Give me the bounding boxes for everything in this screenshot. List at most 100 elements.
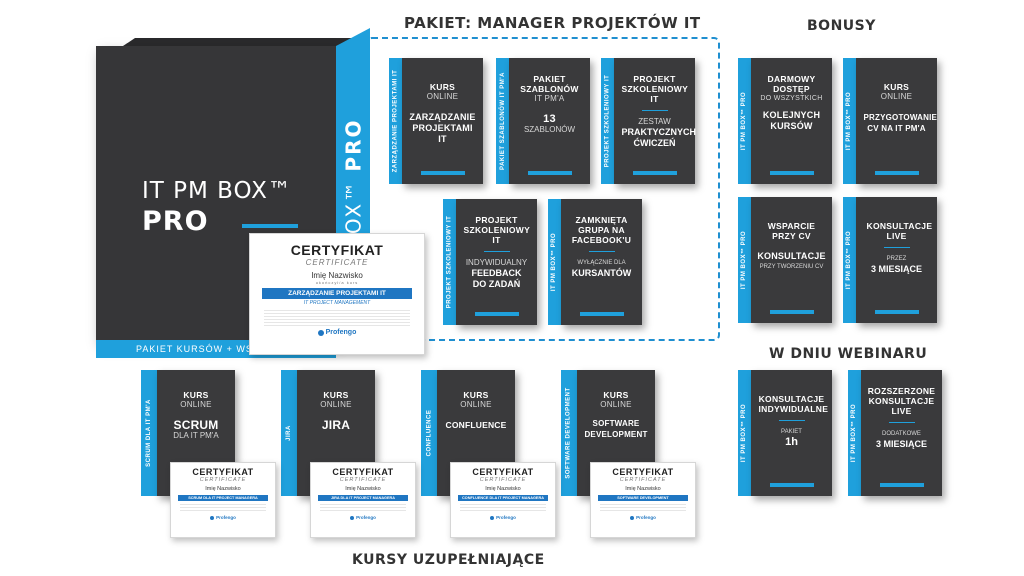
main-box-accent-line — [242, 224, 298, 228]
package-heading: PAKIET: MANAGER PROJEKTÓW IT — [404, 14, 701, 32]
box-separator — [883, 247, 910, 248]
box-separator — [778, 420, 805, 421]
box-text-5: 3 MIESIĄCE — [875, 439, 927, 449]
webinar-box-1: IT PM BOX™ PRO KONSULTACJE INDYWIDUALNE … — [738, 370, 832, 496]
box-text-1: KONSULTACJE LIVE — [866, 221, 933, 241]
box-text-4: DODATKOWE — [882, 431, 921, 437]
certificate-logo: Profengo — [350, 515, 376, 520]
box-spine-text: IT PM BOX™ PRO — [551, 232, 558, 292]
certificate-subtitle: CERTIFICATE — [619, 477, 667, 483]
certificate-subtitle: CERTIFICATE — [479, 477, 527, 483]
certificate-subtitle: CERTIFICATE — [305, 258, 369, 267]
box-spine-text: JIRA — [285, 425, 292, 441]
certificate-text-lines — [460, 504, 546, 513]
box-text-1: WSPARCIE PRZY CV — [767, 221, 816, 241]
package-box-4: PROJEKT SZKOLENIOWY IT PROJEKT SZKOLENIO… — [443, 199, 537, 325]
box-accent-bar — [474, 312, 519, 316]
certificate-title: CERTYFIKAT — [192, 467, 254, 477]
webinar-heading: W DNIU WEBINARU — [769, 346, 928, 362]
box-text-1: KONSULTACJE INDYWIDUALNE — [758, 394, 829, 414]
profengo-logo-icon — [210, 515, 215, 520]
box-text-1: KURS — [429, 82, 456, 92]
main-box-subtitle: PRO — [142, 206, 209, 237]
box-accent-bar — [420, 171, 465, 175]
courses-heading: KURSY UZUPEŁNIAJĄCE — [352, 552, 545, 568]
box-text-1: DARMOWY DOSTĘP — [767, 74, 816, 94]
box-text-2: DO WSZYSTKICH — [760, 95, 823, 102]
box-text-4: ZESTAW — [638, 117, 671, 126]
profengo-logo-icon — [317, 329, 324, 336]
certificate-text-lines — [600, 504, 686, 513]
box-spine-text: IT PM BOX™ PRO — [741, 91, 748, 151]
course-certificate-4: CERTYFIKAT CERTIFICATE Imię Nazwisko SOF… — [590, 462, 696, 538]
box-text-1: KURS — [883, 82, 910, 92]
box-text-2: IT PM'A — [534, 94, 565, 103]
main-certificate: CERTYFIKAT CERTIFICATE Imię Nazwisko uko… — [249, 233, 425, 355]
certificate-title: CERTYFIKAT — [332, 467, 394, 477]
box-text-1: KURS — [183, 390, 209, 400]
bonus-box-4: IT PM BOX™ PRO KONSULTACJE LIVE PRZEZ 3 … — [843, 197, 937, 323]
box-text-1: PROJEKT SZKOLENIOWY IT — [463, 215, 531, 245]
certificate-course: SOFTWARE DEVELOPMENT — [598, 495, 688, 501]
package-box-5: IT PM BOX™ PRO ZAMKNIĘTA GRUPA NA FACEBO… — [548, 199, 642, 325]
box-separator — [641, 110, 668, 111]
box-text-4: PRZY TWORZENIU CV — [759, 264, 824, 270]
box-spine-text: IT PM BOX™ PRO — [846, 91, 853, 151]
box-text-3: JIRA — [321, 418, 351, 432]
certificate-name: Imię Nazwisko — [205, 486, 241, 492]
certificate-small-text: ukończył/a kurs — [315, 280, 359, 285]
box-text-3: SCRUM — [173, 418, 219, 432]
box-text-3: KONSULTACJE — [757, 251, 826, 261]
box-accent-bar — [879, 483, 924, 487]
box-spine-text: IT PM BOX™ PRO — [851, 403, 858, 463]
certificate-name: Imię Nazwisko — [485, 486, 521, 492]
bonus-box-3: IT PM BOX™ PRO WSPARCIE PRZY CV KONSULTA… — [738, 197, 832, 323]
certificate-text-lines — [264, 310, 410, 326]
box-text-3: PRZYGOTOWANIE CV NA IT PM'A — [863, 113, 938, 133]
certificate-text-lines — [180, 504, 266, 513]
box-spine-text: ZARZĄDZANIE PROJEKTAMI IT — [392, 69, 399, 173]
bonus-box-1: IT PM BOX™ PRO DARMOWY DOSTĘP DO WSZYSTK… — [738, 58, 832, 184]
certificate-course: ZARZĄDZANIE PROJEKTAMI IT — [262, 288, 412, 299]
course-certificate-2: CERTYFIKAT CERTIFICATE Imię Nazwisko JIR… — [310, 462, 416, 538]
box-accent-bar — [769, 171, 814, 175]
box-accent-bar — [874, 171, 919, 175]
box-text-2: ONLINE — [460, 400, 492, 409]
box-text-5: PRAKTYCZNYCH ĆWICZEŃ — [621, 127, 697, 148]
box-spine-text: SOFTWARE DEVELOPMENT — [566, 387, 572, 479]
box-accent-bar — [769, 310, 814, 314]
profengo-logo-icon — [630, 515, 635, 520]
course-certificate-1: CERTYFIKAT CERTIFICATE Imię Nazwisko SCR… — [170, 462, 276, 538]
main-box-side-bold: PRO — [341, 118, 365, 172]
box-text-1: PAKIET SZABLONÓW — [520, 74, 579, 94]
package-box-1: ZARZĄDZANIE PROJEKTAMI IT KURS ONLINE ZA… — [389, 58, 483, 184]
box-text-1: KURS — [603, 390, 629, 400]
box-spine-text: CONFLUENCE — [426, 409, 433, 457]
certificate-subtitle: CERTIFICATE — [199, 477, 247, 483]
box-spine-text: IT PM BOX™ PRO — [741, 403, 748, 463]
box-spine-text: IT PM BOX™ PRO — [741, 230, 748, 290]
certificate-logo: Profengo — [317, 329, 357, 336]
certificate-course: SCRUM DLA IT PROJECT MANAGERA — [178, 495, 268, 501]
box-text-3: CONFLUENCE — [445, 420, 507, 430]
box-text-3: SOFTWARE DEVELOPMENT — [584, 419, 648, 439]
box-text-1: ZAMKNIĘTA GRUPA NA FACEBOOK'U — [571, 215, 632, 245]
certificate-name: Imię Nazwisko — [345, 486, 381, 492]
box-text-5: 3 MIESIĄCE — [870, 264, 922, 274]
certificate-title: CERTYFIKAT — [472, 467, 534, 477]
box-text-1: ROZSZERZONE KONSULTACJE LIVE — [867, 386, 936, 416]
box-text-2: ONLINE — [320, 400, 352, 409]
box-accent-bar — [579, 312, 624, 316]
profengo-logo-icon — [350, 515, 355, 520]
package-box-2: PAKIET SZABLONÓW IT PM'A PAKIET SZABLONÓ… — [496, 58, 590, 184]
box-text-1: PROJEKT SZKOLENIOWY IT — [621, 74, 689, 104]
box-text-5: 1h — [785, 436, 798, 448]
box-text-2: ONLINE — [426, 92, 459, 101]
box-text-2: ONLINE — [880, 92, 913, 101]
box-accent-bar — [632, 171, 677, 175]
certificate-logo-text: Profengo — [636, 515, 656, 520]
certificate-name: Imię Nazwisko — [625, 486, 661, 492]
certificate-logo-text: Profengo — [325, 329, 357, 336]
box-spine-text: SCRUM DLA IT PM'A — [146, 399, 153, 467]
box-spine-text: IT PM BOX™ PRO — [846, 230, 853, 290]
